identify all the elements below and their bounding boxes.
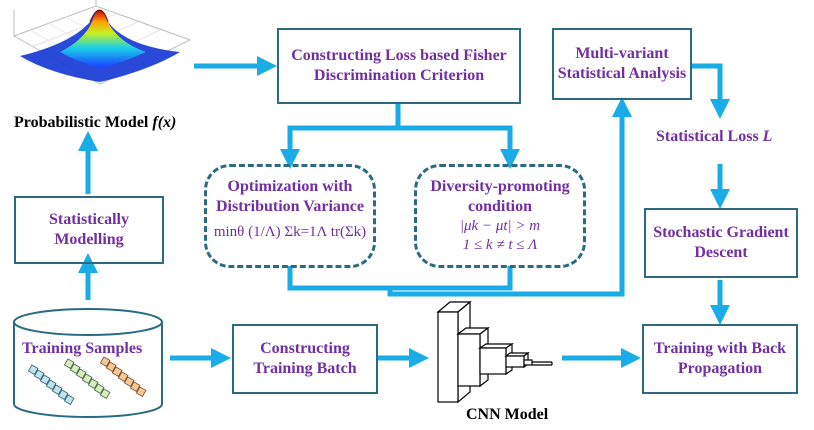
- diversity-line2: condition: [467, 198, 532, 215]
- backprop-line2: Propagation: [677, 360, 763, 377]
- sgd-line2: Descent: [694, 244, 748, 261]
- fisher-line1: Constructing Loss based Fisher: [291, 47, 507, 64]
- stat-modelling-line2: Modelling: [54, 231, 124, 248]
- cnn-model-label: CNN Model: [466, 406, 549, 423]
- prob-model-func: f(x): [152, 114, 177, 131]
- batch-line1: Constructing: [260, 340, 350, 357]
- diversity-formula1: |μk − μt| > m: [459, 218, 541, 234]
- training-samples-database-icon: [13, 308, 163, 418]
- statistical-loss-label: Statistical Loss L: [656, 128, 772, 146]
- backprop-line1: Training with Back: [653, 340, 787, 357]
- diversity-line1: Diversity-promoting: [430, 178, 570, 195]
- training-samples-label: Training Samples: [22, 340, 143, 357]
- gaussian-3d-plot-icon: [12, 0, 192, 85]
- diversity-condition-box: Diversity-promoting condition |μk − μt| …: [414, 164, 586, 268]
- optimization-variance-box: Optimization with Distribution Variance …: [204, 164, 376, 268]
- arrow-merge-to-multivariant: [387, 97, 632, 297]
- optimization-formula: minθ (1/Λ) Σk=1Λ tr(Σk): [213, 224, 367, 240]
- batch-line2: Training Batch: [253, 360, 357, 377]
- optimization-line1: Optimization with: [227, 178, 353, 195]
- arrow-multivariant-to-loss: [692, 63, 730, 119]
- diversity-formula2: 1 ≤ k ≠ t ≤ Λ: [462, 237, 538, 253]
- sgd-line1: Stochastic Gradient: [653, 224, 789, 241]
- cnn-model-icon: [436, 300, 553, 404]
- multivariant-line2: Statistical Analysis: [557, 65, 687, 82]
- sample-chain-icon: [27, 356, 147, 406]
- stat-loss-text: Statistical Loss: [656, 128, 759, 145]
- probabilistic-model-label: Probabilistic Model f(x): [14, 114, 176, 132]
- arrow-fisher-split-left: [280, 104, 401, 169]
- arrow-constraints-to-multivariant: [287, 266, 513, 291]
- connector-arrows: [78, 56, 730, 368]
- stat-loss-var: L: [762, 128, 773, 145]
- arrow-fisher-split-right: [398, 125, 520, 169]
- optimization-line2: Distribution Variance: [215, 198, 364, 215]
- multivariant-line1: Multi-variant: [575, 45, 669, 62]
- prob-model-text: Probabilistic Model: [14, 114, 149, 131]
- stat-modelling-line1: Statistically: [49, 211, 129, 228]
- fisher-line2: Discrimination Criterion: [313, 67, 485, 84]
